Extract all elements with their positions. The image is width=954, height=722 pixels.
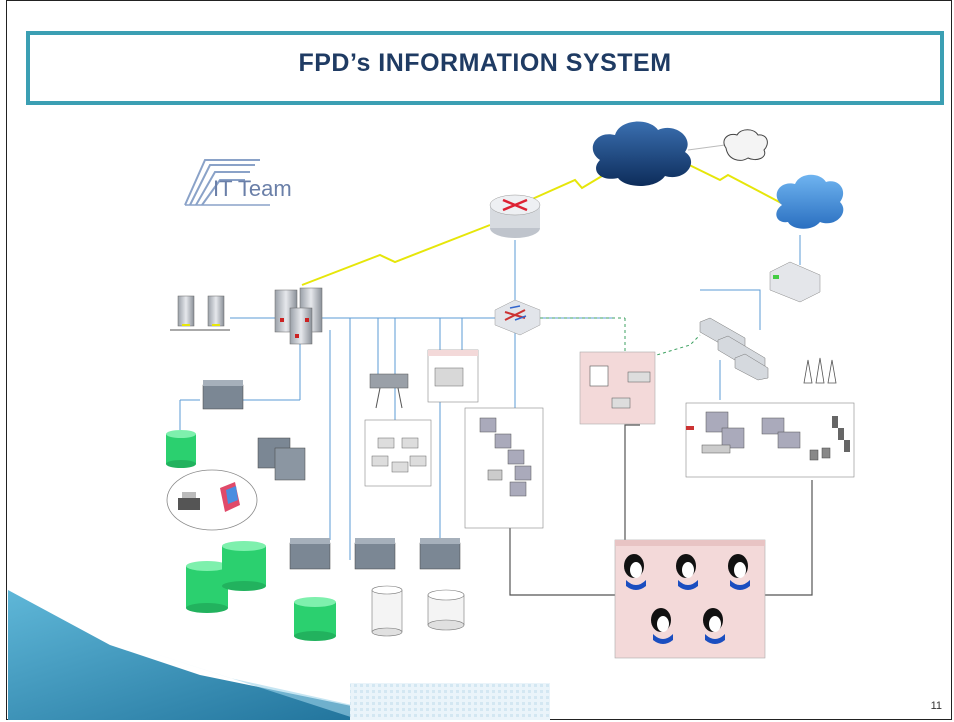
server-icon xyxy=(170,295,230,331)
lan-links xyxy=(179,235,801,560)
slide-number: 11 xyxy=(930,700,942,712)
workstation-group xyxy=(685,402,855,478)
server-icon xyxy=(419,538,461,570)
server-icon xyxy=(274,287,323,345)
decorative-wedge xyxy=(8,590,550,720)
user-links xyxy=(509,424,813,596)
server-icon xyxy=(354,538,396,570)
printer-group xyxy=(427,349,479,403)
workstation-group xyxy=(464,407,544,529)
user-icon xyxy=(703,608,725,644)
server-icon xyxy=(257,437,306,481)
database-icon xyxy=(186,561,228,613)
cloud-icon xyxy=(776,174,844,229)
database-icon xyxy=(371,585,403,637)
database-icon xyxy=(222,541,266,591)
server-icon xyxy=(202,380,244,410)
pink-zone xyxy=(579,351,656,425)
database-icon xyxy=(166,430,196,468)
database-icon xyxy=(427,589,465,631)
user-icon xyxy=(728,554,750,590)
printer-group xyxy=(364,419,432,487)
slide-frame xyxy=(6,0,952,720)
user-icon xyxy=(624,554,646,590)
user-icon xyxy=(676,554,698,590)
device-group xyxy=(166,469,258,531)
title-box: FPD’s INFORMATION SYSTEM xyxy=(26,31,944,105)
switch-icon xyxy=(699,317,769,381)
cloud-icon xyxy=(723,129,768,161)
router-icon xyxy=(489,194,541,238)
server-icon xyxy=(289,538,331,570)
it-team-logo-icon: IT Team xyxy=(184,159,292,206)
user-icon xyxy=(651,608,673,644)
modem-icon xyxy=(769,261,821,303)
switch-icon xyxy=(494,299,541,336)
database-icon xyxy=(294,597,336,641)
cloud-icon xyxy=(592,121,692,186)
wan-links xyxy=(301,144,786,286)
dashed-links xyxy=(540,317,701,540)
slide-title: FPD’s INFORMATION SYSTEM xyxy=(298,49,672,77)
antenna-icon xyxy=(803,357,837,384)
printer-icon xyxy=(369,373,409,409)
logo-text: IT Team xyxy=(213,176,292,201)
